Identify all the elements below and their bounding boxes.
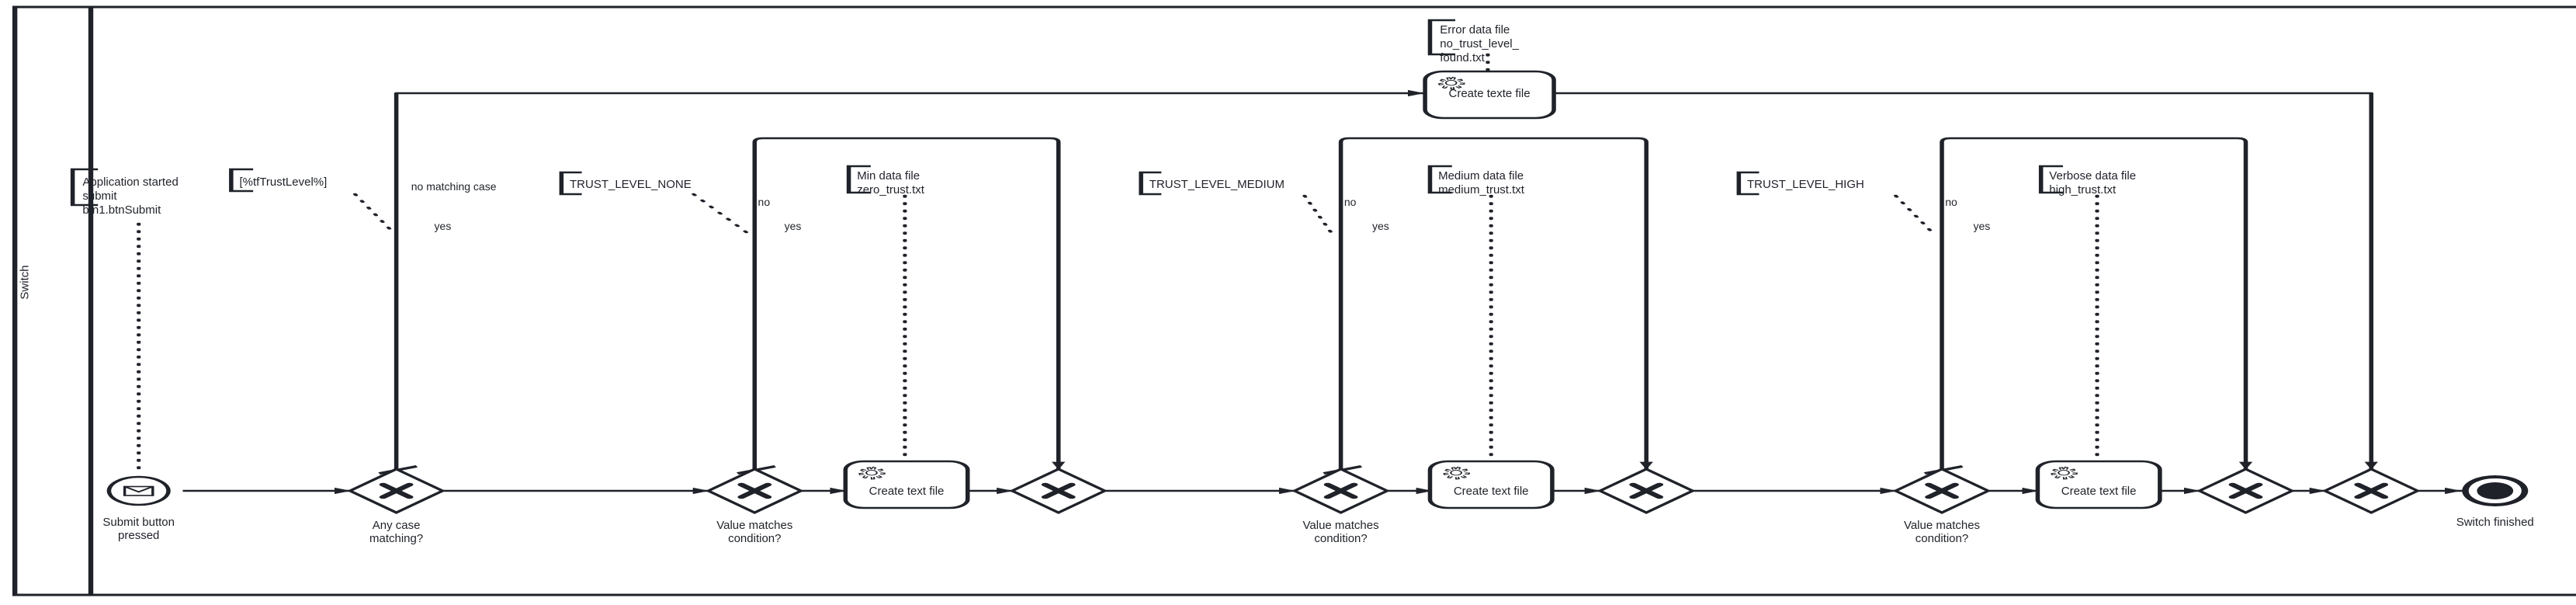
associations (137, 53, 2099, 471)
gear-icon (1443, 466, 1471, 480)
task-error-label: Create texte file (1448, 87, 1531, 100)
gear-icon (1437, 76, 1465, 90)
gw-medium[interactable] (1291, 468, 1391, 514)
bracket-medium (1139, 171, 1162, 196)
gw-merge-medium[interactable] (1597, 468, 1696, 514)
gw-any-case[interactable] (347, 468, 446, 514)
task-high-label: Create text file (2061, 485, 2137, 498)
start-event-submit[interactable] (106, 475, 171, 506)
annotation-application-started: Application started submit btn1.btnSubmi… (82, 176, 179, 217)
events-layer (106, 475, 2529, 506)
bracket-medium-file (1427, 165, 1452, 194)
annotation-trust-level-none: TRUST_LEVEL_NONE (570, 178, 692, 191)
assoc-trustlevel (352, 193, 395, 234)
gear-icon (2051, 466, 2078, 480)
task-error[interactable] (1423, 70, 1556, 120)
annotation-trust-level-high: TRUST_LEVEL_HIGH (1746, 178, 1864, 191)
tasks-layer (843, 70, 2162, 509)
bracket-verbose-file (2038, 165, 2063, 194)
flow-gw-high-no (1940, 137, 2253, 471)
annotation-medium-data-file: Medium data file medium_trust.txt (1438, 169, 1524, 196)
gear-icon-group (858, 76, 2078, 480)
flow-gw-medium-no (1338, 137, 1653, 471)
bracket-none (559, 171, 582, 196)
assoc-high (1893, 194, 1934, 234)
flow-label-no-high: no (1945, 196, 1957, 208)
start-event-label: Submit button pressed (102, 516, 175, 542)
annotation-trust-level-variable: [%tfTrustLevel%] (239, 176, 328, 189)
bracket-high (1736, 171, 1760, 196)
task-medium-label: Create text file (1453, 485, 1529, 498)
flow-gw-none-no (752, 137, 1066, 471)
gw-merge-high[interactable] (2196, 468, 2295, 514)
gw-none-label: Value matches condition? (716, 519, 793, 545)
bracket-error-file (1427, 19, 1456, 56)
gear-icon (858, 466, 886, 480)
envelope-icon (123, 485, 154, 496)
flow-label-no-none: no (758, 196, 771, 208)
bracket-min-file (846, 165, 871, 194)
task-zero-label: Create text file (868, 485, 945, 498)
annotation-error-data-file: Error data file no_trust_level_ found.tx… (1440, 23, 1519, 64)
annotation-verbose-data-file: Verbose data file high_trust.txt (2049, 169, 2137, 196)
gw-high[interactable] (1892, 468, 1992, 514)
gw-none[interactable] (705, 468, 804, 514)
flow-label-yes-medium: yes (1372, 220, 1389, 232)
gw-merge-final[interactable] (2321, 468, 2421, 514)
annotation-brackets (70, 19, 2063, 207)
pool-lane-label: Switch (18, 265, 32, 300)
gw-merge-none[interactable] (1009, 468, 1108, 514)
flow-label-yes-high: yes (1973, 220, 1991, 232)
bracket-start (70, 168, 99, 207)
flow-label-yes-none: yes (784, 220, 802, 232)
gateways-layer (347, 468, 2421, 514)
flow-label-no-matching-case: no matching case (411, 180, 497, 193)
end-event-switch-finished[interactable] (2462, 475, 2529, 506)
gw-high-label: Value matches condition? (1903, 519, 1981, 545)
assoc-none (692, 193, 749, 234)
task-medium[interactable] (1427, 460, 1555, 509)
flow-no-matching-case (394, 89, 1426, 471)
gw-any-case-label: Any case matching? (369, 519, 424, 545)
end-event-label: Switch finished (2456, 516, 2534, 529)
task-high[interactable] (2035, 460, 2162, 509)
annotation-trust-level-medium: TRUST_LEVEL_MEDIUM (1149, 178, 1285, 191)
bracket-trustlevel (229, 168, 254, 193)
annotation-min-data-file: Min data file zero_trust.txt (857, 169, 924, 196)
task-zero[interactable] (843, 460, 970, 509)
flow-error-task-to-final-merge (1551, 92, 2378, 471)
flow-label-yes-any-case: yes (434, 220, 452, 232)
flow-label-no-medium: no (1343, 196, 1357, 208)
gw-medium-label: Value matches condition? (1302, 519, 1379, 545)
